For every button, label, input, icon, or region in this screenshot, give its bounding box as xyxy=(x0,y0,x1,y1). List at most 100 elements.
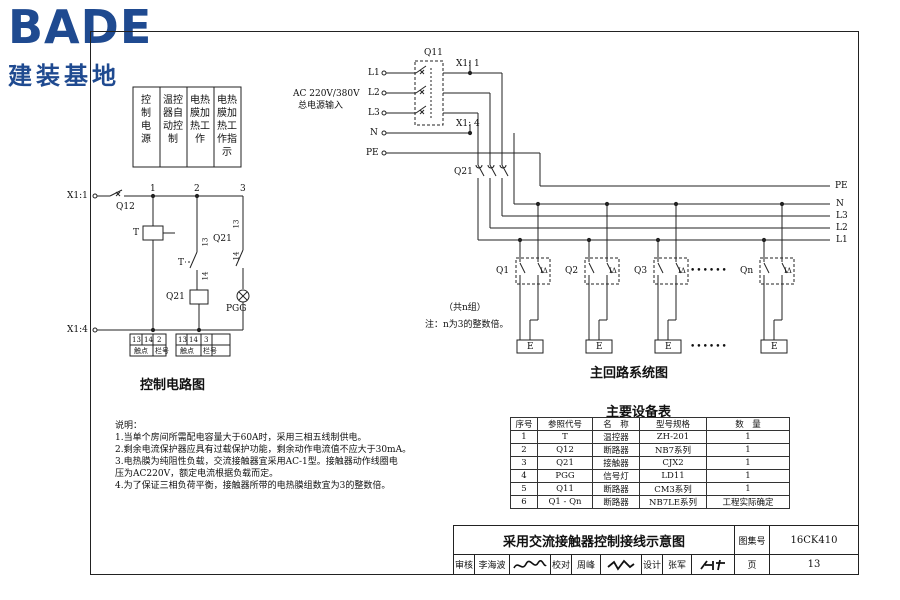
col-header-name: 名 称 xyxy=(592,417,640,431)
function-label-thermostat: 温控器自动控制 xyxy=(163,95,183,145)
ref-caption-contact: 触点 xyxy=(134,347,148,355)
table-cell: 3 xyxy=(510,456,538,470)
aux-14-label: 14 xyxy=(232,251,241,261)
supply-voltage: AC 220V/380V xyxy=(293,89,360,99)
logo-wordmark: BADE xyxy=(8,0,153,54)
table-cell: 5 xyxy=(510,482,538,496)
page-label: 页 xyxy=(734,554,770,575)
contactor-aux-label: Q21 xyxy=(213,234,232,244)
thermostat-label: T xyxy=(133,228,140,238)
ref-14b: 14 xyxy=(189,336,198,344)
terminal-x1-1: X1:1 xyxy=(67,191,88,201)
rcd-symbol: IΔ xyxy=(609,267,617,275)
ref-caption-col-2: 栏号 xyxy=(203,347,217,355)
supply-caption: 总电源输入 xyxy=(298,101,344,111)
main-circuit-wires xyxy=(381,60,830,241)
design-label: 设计 xyxy=(641,554,663,575)
table-cell: 温控器 xyxy=(592,430,640,444)
notes-block: 说明： 1.当单个房间所需配电容量大于60A时，采用三相五线制供电。 2.剩余电… xyxy=(115,420,411,492)
branch-group xyxy=(515,201,795,354)
table-cell: NB7系列 xyxy=(639,443,707,457)
main-circuit-title: 主回路系统图 xyxy=(590,366,669,381)
breaker-q12-label: Q12 xyxy=(116,202,135,212)
table-cell: PGG xyxy=(537,469,593,483)
branch-breaker xyxy=(653,201,689,354)
table-cell: 1 xyxy=(706,469,790,483)
ref-13b: 13 xyxy=(178,336,187,344)
design-signature xyxy=(691,554,735,575)
table-cell: 接触器 xyxy=(592,456,640,470)
notes-heading: 说明： xyxy=(115,421,143,431)
col-header-model: 型号规格 xyxy=(639,417,707,431)
check-name: 周峰 xyxy=(571,554,601,575)
contactor-coil-label: Q21 xyxy=(166,292,185,302)
table-cell: 1 xyxy=(706,456,790,470)
function-label-heating-indicator: 电热膜加热工作指示 xyxy=(217,95,237,158)
ref-col-2: 2 xyxy=(157,336,162,344)
load-heating-film: E xyxy=(596,342,603,352)
q11-label: Q11 xyxy=(424,48,443,58)
table-cell: CJX2 xyxy=(639,456,707,470)
bus-l3: L3 xyxy=(836,211,848,221)
ref-caption-col: 栏号 xyxy=(155,347,169,355)
table-cell: Q12 xyxy=(537,443,593,457)
contact-13-label: 13 xyxy=(201,237,210,247)
review-name: 李海波 xyxy=(474,554,510,575)
load-heating-film: E xyxy=(665,342,672,352)
control-circuit-wires xyxy=(92,189,250,357)
table-header-row: 序号 参照代号 名 称 型号规格 数 量 xyxy=(510,417,790,431)
table-cell: CM3系列 xyxy=(639,482,707,496)
branch-q3-label: Q3 xyxy=(634,266,648,276)
page-number: 13 xyxy=(769,554,859,575)
signature-icon xyxy=(513,559,547,568)
review-signature xyxy=(509,554,551,575)
function-label-heating: 电热膜加热工作 xyxy=(190,95,210,145)
check-signature xyxy=(600,554,642,575)
branch-breaker xyxy=(515,201,551,354)
function-label-control-power: 控制电源 xyxy=(141,95,151,145)
function-block-grid xyxy=(132,86,242,168)
table-cell: Q21 xyxy=(537,456,593,470)
table-cell: 1 xyxy=(510,430,538,444)
branch-breaker xyxy=(759,201,795,354)
lamp-label: PGG xyxy=(226,304,247,314)
atlas-number: 16CK410 xyxy=(769,525,859,555)
note-line-5: 4.为了保证三相负荷平衡，接触器所带的电热膜组数宜为3的整数倍。 xyxy=(115,481,391,491)
signature-icon xyxy=(700,559,725,570)
signature-icon xyxy=(607,559,635,571)
bus-l1: L1 xyxy=(836,235,848,245)
table-cell: Q1 - Qn xyxy=(537,495,593,509)
table-cell: 信号灯 xyxy=(592,469,640,483)
bus-l2: L2 xyxy=(836,223,848,233)
terminal-main-4: X1: 4 xyxy=(456,119,480,129)
contactor-q21-label: Q21 xyxy=(454,167,473,177)
node-2-label: 2 xyxy=(194,184,200,194)
input-n: N xyxy=(370,128,378,138)
node-1-label: 1 xyxy=(150,184,156,194)
review-label: 审核 xyxy=(453,554,475,575)
node-3-label: 3 xyxy=(240,184,246,194)
table-cell: ZH-201 xyxy=(639,430,707,444)
multiple-note: 注：n为3的整数倍。 xyxy=(425,320,509,330)
bus-pe: PE xyxy=(835,181,848,191)
check-label: 校对 xyxy=(550,554,572,575)
drawing-title: 采用交流接触器控制接线示意图 xyxy=(453,525,735,555)
branch-ellipsis-top: •••••• xyxy=(690,266,728,276)
col-header-no: 序号 xyxy=(510,417,538,431)
rcd-symbol: IΔ xyxy=(540,267,548,275)
terminal-main-1: X1: 1 xyxy=(456,59,480,69)
logo-subtitle: 建装基地 xyxy=(8,62,120,90)
table-cell: 4 xyxy=(510,469,538,483)
table-cell: 1 xyxy=(706,482,790,496)
table-cell: T xyxy=(537,430,593,444)
terminal-x1-4: X1:4 xyxy=(67,325,88,335)
input-l2: L2 xyxy=(368,88,380,98)
ref-col-3: 3 xyxy=(204,336,209,344)
branch-q1-label: Q1 xyxy=(496,266,510,276)
table-cell: 断路器 xyxy=(592,443,640,457)
